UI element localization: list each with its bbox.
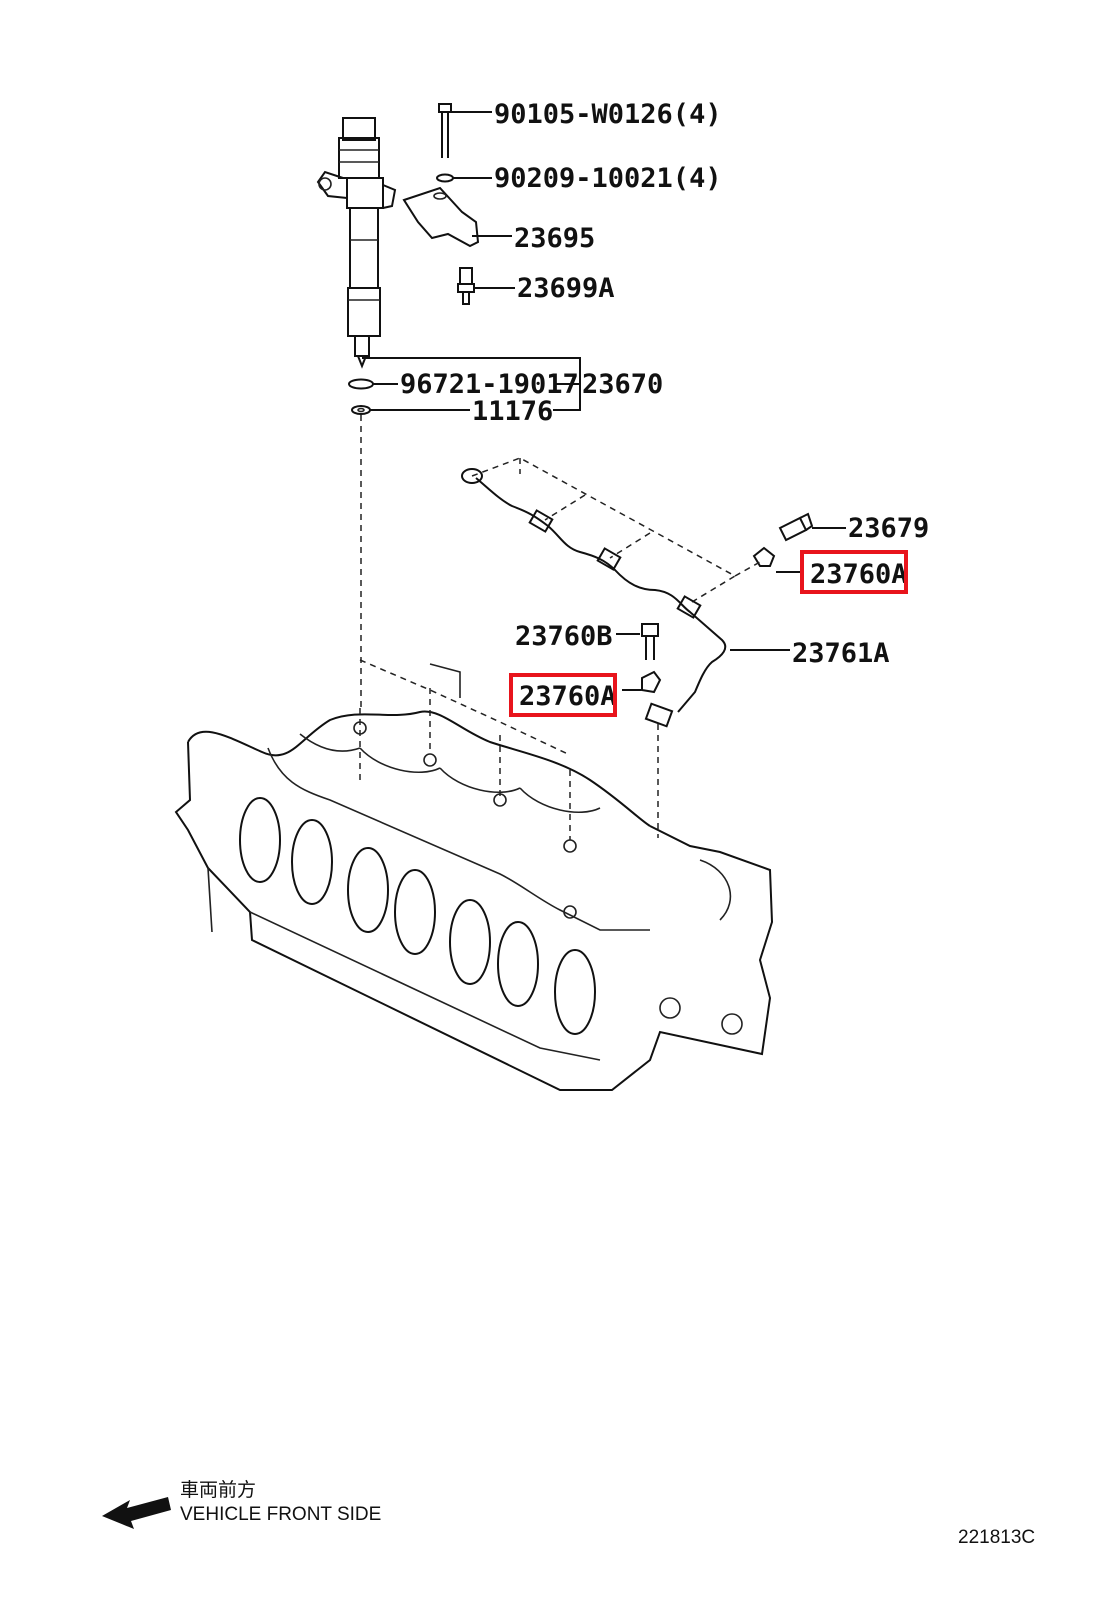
highlight-box-23760a-left: [509, 673, 617, 717]
cylinder-head-drawing: [174, 659, 774, 1091]
clamp-23695-drawing: [402, 186, 480, 248]
label-11176: 11176: [472, 396, 553, 427]
label-23695: 23695: [514, 223, 595, 254]
pipe-23761a-drawing: [461, 468, 727, 728]
label-23760a-right: 23760A: [810, 559, 908, 590]
label-23760a-left: 23760A: [519, 681, 617, 712]
sensor-23699a-drawing: [457, 267, 475, 305]
gasket-drawing: [351, 405, 371, 415]
label-23699a: 23699A: [517, 273, 615, 304]
drawing-number: 221813C: [958, 1527, 1035, 1548]
bolt-90105-drawing: [438, 103, 452, 158]
front-arrow-icon: [102, 1497, 171, 1529]
front-side-en: VEHICLE FRONT SIDE: [180, 1504, 381, 1525]
label-90209: 90209-10021(4): [494, 163, 722, 194]
label-23679: 23679: [848, 513, 929, 544]
label-96721: 96721-19017: [400, 369, 579, 400]
bolt-23760b-drawing: [641, 623, 659, 660]
label-23760b: 23760B: [515, 621, 613, 652]
injector-drawing: [316, 117, 397, 369]
label-23761a: 23761A: [792, 638, 890, 669]
label-23670: 23670: [582, 369, 663, 400]
washer-90209-drawing: [436, 173, 454, 183]
clamp-23760a-right-drawing: [752, 546, 776, 567]
front-side-jp: 車両前方: [180, 1479, 256, 1501]
highlight-box-23760a-right: [800, 550, 908, 594]
clamp-23760a-left-drawing: [641, 670, 662, 694]
label-90105: 90105-W0126(4): [494, 99, 722, 130]
bolt-23679-drawing: [778, 512, 814, 542]
oring-drawing: [348, 378, 374, 390]
